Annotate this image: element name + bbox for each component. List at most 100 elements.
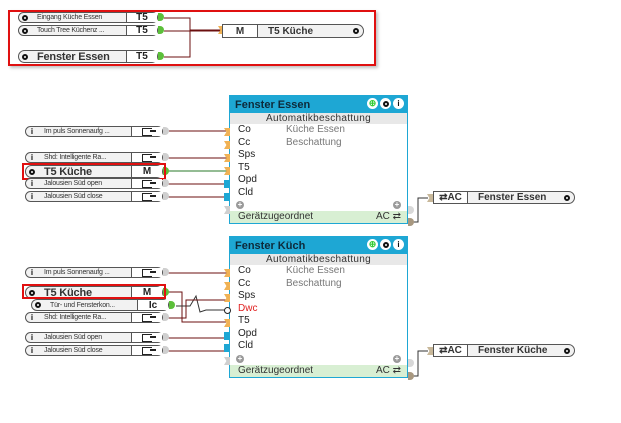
output-port[interactable] (408, 206, 414, 214)
b2-input-3[interactable]: Tür- und Fensterkon... Ic (31, 299, 169, 311)
gear-icon[interactable] (19, 51, 31, 62)
exit-icon (142, 179, 156, 188)
gear-icon[interactable] (19, 13, 31, 22)
b1-input-4[interactable]: i Jalousien Süd open (25, 178, 163, 189)
function-block-fenster-essen[interactable]: Fenster Essen ⊕ i Automatikbeschattung C… (229, 95, 408, 224)
info-icon[interactable]: i (393, 98, 404, 109)
input-port[interactable] (224, 193, 230, 201)
port-sps[interactable]: Sps (230, 290, 407, 303)
top-input-3[interactable]: Fenster Essen T5 (18, 50, 158, 63)
connector-dot[interactable] (158, 13, 164, 21)
input-port[interactable] (218, 26, 224, 34)
input-port[interactable] (224, 128, 230, 136)
gear-icon[interactable] (560, 192, 574, 203)
input-port[interactable] (224, 357, 230, 365)
connector-dot[interactable] (163, 179, 169, 187)
gear-icon[interactable] (349, 25, 363, 37)
info-icon[interactable]: i (393, 239, 404, 250)
gear-icon[interactable] (32, 300, 44, 310)
input-port[interactable] (224, 294, 230, 302)
b2-input-4[interactable]: i Shd: Intelligente Ra... (25, 312, 163, 323)
connector-dot[interactable] (169, 301, 175, 309)
connector-dot[interactable] (163, 313, 169, 321)
add-input-icon[interactable]: + (236, 353, 244, 363)
add-input-icon[interactable]: + (236, 200, 244, 209)
b2-input-2[interactable]: T5 Küche M (25, 286, 163, 299)
port-cld[interactable]: Cld (230, 340, 407, 353)
b2-input-6[interactable]: i Jalousien Süd close (25, 345, 163, 356)
move-icon[interactable]: ⊕ (367, 98, 378, 109)
b1-input-3[interactable]: T5 Küche M (25, 165, 163, 178)
port-sps[interactable]: Sps (230, 149, 407, 162)
info-icon[interactable]: i (30, 179, 34, 188)
dwc-port[interactable] (224, 307, 231, 314)
b1-input-2[interactable]: i Shd: Intelligente Ra... (25, 152, 163, 163)
input-port[interactable] (427, 347, 433, 355)
move-icon[interactable]: ⊕ (367, 239, 378, 250)
connector-dot[interactable] (158, 26, 164, 34)
connector-dot[interactable] (163, 333, 169, 341)
port-dwc[interactable]: Dwc (230, 303, 407, 316)
input-port[interactable] (224, 344, 230, 352)
top-input-2[interactable]: Touch Tree Küchenz ... T5 (18, 25, 158, 36)
input-port[interactable] (224, 269, 230, 277)
gear-icon[interactable] (380, 98, 391, 109)
output-port[interactable] (408, 218, 414, 226)
gear-icon[interactable] (19, 26, 31, 35)
b1-input-1[interactable]: i Im puls Sonnenaufg ... (25, 126, 163, 137)
connector-dot[interactable] (158, 52, 164, 60)
input-port[interactable] (224, 154, 230, 162)
wire (168, 291, 228, 323)
gear-icon[interactable] (560, 345, 574, 356)
input-port[interactable] (224, 332, 230, 340)
input-port[interactable] (224, 206, 230, 214)
port-label: Opd (238, 327, 257, 339)
input-port[interactable] (224, 141, 230, 149)
port-opd[interactable]: Opd (230, 174, 407, 187)
output-label: Fenster Küche (478, 345, 548, 356)
gear-icon[interactable] (26, 287, 38, 298)
input-port[interactable] (224, 180, 230, 188)
function-block-fenster-kuech[interactable]: Fenster Küch ⊕ i Automatikbeschattung Co… (229, 236, 408, 378)
connector-dot[interactable] (163, 288, 169, 296)
port-t5[interactable]: T5 (230, 315, 407, 328)
b2-input-1[interactable]: i Im puls Sonnenaufg ... (25, 267, 163, 278)
port-cld[interactable]: Cld (230, 187, 407, 200)
gear-icon[interactable] (380, 239, 391, 250)
block-title: Fenster Essen (235, 98, 311, 111)
input-port[interactable] (224, 319, 230, 327)
output-port[interactable] (408, 359, 414, 367)
output-node-fenster-kueche[interactable]: ⇄AC Fenster Küche (433, 344, 575, 357)
port-t5[interactable]: T5 (230, 162, 407, 175)
add-output-icon[interactable]: + (393, 353, 401, 363)
info-icon[interactable]: i (30, 313, 34, 322)
connector-dot[interactable] (163, 167, 169, 175)
output-port[interactable] (408, 372, 414, 380)
output-node-fenster-essen[interactable]: ⇄AC Fenster Essen (433, 191, 575, 204)
info-icon[interactable]: i (30, 192, 34, 201)
info-icon[interactable]: i (30, 333, 34, 342)
add-output-icon[interactable]: + (393, 200, 401, 209)
top-target-node[interactable]: M T5 Küche (222, 24, 364, 38)
gear-icon[interactable] (26, 166, 38, 177)
connector-dot[interactable] (163, 127, 169, 135)
connector-dot[interactable] (163, 268, 169, 276)
info-icon[interactable]: i (30, 346, 34, 355)
top-input-1[interactable]: Eingang Küche Essen T5 (18, 12, 158, 23)
b1-input-5[interactable]: i Jalousien Süd close (25, 191, 163, 202)
connector-dot[interactable] (163, 192, 169, 200)
info-icon[interactable]: i (30, 153, 34, 162)
connector-dot[interactable] (163, 153, 169, 161)
input-port[interactable] (224, 167, 230, 175)
input-port[interactable] (427, 194, 433, 202)
input-port[interactable] (224, 282, 230, 290)
info-icon[interactable]: i (30, 268, 34, 277)
info-icon[interactable]: i (30, 127, 34, 136)
port-opd[interactable]: Opd (230, 328, 407, 341)
b2-input-5[interactable]: i Jalousien Süd open (25, 332, 163, 343)
connector-dot[interactable] (163, 346, 169, 354)
